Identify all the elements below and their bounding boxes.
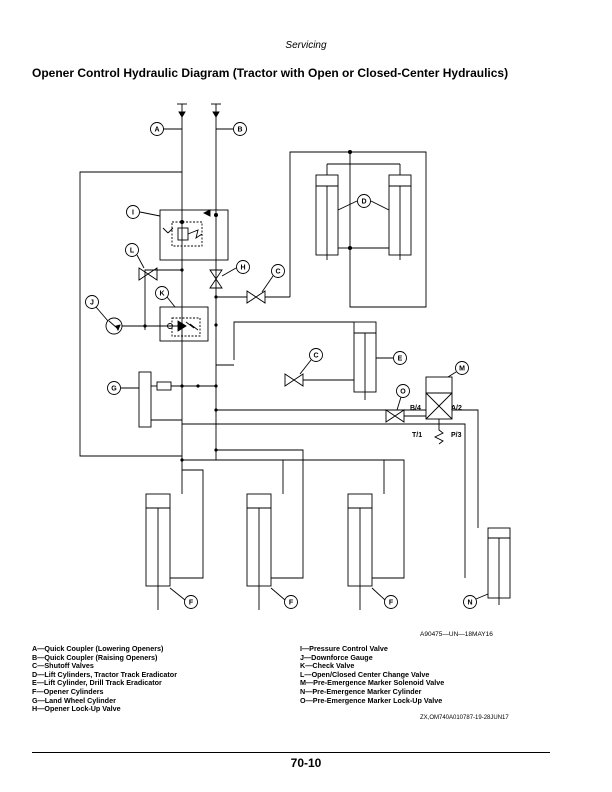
legend-item: N—Pre-Emergence Marker Cylinder bbox=[300, 686, 422, 696]
callout-f-1: F bbox=[189, 600, 194, 607]
callout-d: D bbox=[361, 199, 366, 206]
callout-j: J bbox=[90, 300, 94, 307]
legend-item: I—Pressure Control Valve bbox=[300, 644, 388, 653]
port-label-b4: B/4 bbox=[410, 405, 421, 412]
doc-id: ZX,OM740A010787-19-28JUN17 bbox=[420, 715, 509, 721]
port-label-t1: T/1 bbox=[412, 432, 422, 439]
callout-l: L bbox=[130, 248, 135, 255]
callout-f-2: F bbox=[289, 600, 294, 607]
callout-n: N bbox=[467, 600, 472, 607]
hydraulic-diagram: A B C C D E F F F G H I J K L M N O B/4 … bbox=[79, 103, 511, 610]
marker-circuit bbox=[182, 376, 511, 605]
legend-right: I—Pressure Control Valve J—Downforce Gau… bbox=[300, 644, 445, 705]
callout-o: O bbox=[400, 389, 406, 396]
quick-couplers bbox=[163, 103, 233, 470]
callout-h: H bbox=[240, 265, 245, 272]
legend-item: C—Shutoff Valves bbox=[32, 661, 94, 671]
page-title: Opener Control Hydraulic Diagram (Tracto… bbox=[32, 66, 509, 80]
page-number: 70-10 bbox=[290, 756, 322, 770]
land-wheel-cylinder bbox=[138, 371, 216, 428]
legend-left: A—Quick Coupler (Lowering Openers) B—Qui… bbox=[32, 644, 177, 714]
callout-c-2: C bbox=[313, 353, 318, 360]
opener-cylinders bbox=[145, 449, 405, 610]
return-lines bbox=[79, 171, 182, 457]
pressure-control-valve bbox=[159, 209, 229, 261]
callout-g: G bbox=[111, 386, 117, 393]
callout-c-1: C bbox=[275, 269, 280, 276]
junction-dots bbox=[143, 268, 218, 462]
legend-item: B—Quick Coupler (Raising Openers) bbox=[32, 652, 158, 662]
callout-k: K bbox=[159, 291, 164, 298]
legend-item: M—Pre-Emergence Marker Solenoid Valve bbox=[300, 678, 445, 688]
legend-item: A—Quick Coupler (Lowering Openers) bbox=[32, 644, 164, 653]
legend-item: D—Lift Cylinders, Tractor Track Eradicat… bbox=[32, 669, 177, 679]
check-valve-box bbox=[159, 306, 209, 342]
lift-cylinder-e bbox=[216, 321, 377, 400]
valves bbox=[138, 267, 405, 423]
callout-a: A bbox=[154, 127, 159, 134]
legend-item: O—Pre-Emergence Marker Lock-Up Valve bbox=[300, 695, 443, 705]
footer-rule bbox=[32, 752, 550, 753]
section-header: Servicing bbox=[285, 40, 327, 51]
legend-item: G—Land Wheel Cylinder bbox=[32, 695, 116, 705]
legend-item: K—Check Valve bbox=[300, 661, 355, 671]
legend-item: J—Downforce Gauge bbox=[300, 652, 373, 662]
legend-item: L—Open/Closed Center Change Valve bbox=[300, 669, 430, 679]
callout-f-3: F bbox=[389, 600, 394, 607]
downforce-gauge bbox=[105, 317, 123, 335]
legend-item: F—Opener Cylinders bbox=[32, 686, 104, 696]
callout-e: E bbox=[398, 356, 403, 363]
port-label-a2: A/2 bbox=[451, 405, 462, 412]
lift-cylinders-d bbox=[289, 149, 427, 308]
figure-id: A90475—UN—18MAY16 bbox=[420, 631, 493, 638]
port-label-p3: P/3 bbox=[451, 432, 462, 439]
legend-item: E—Lift Cylinder, Drill Track Eradicator bbox=[32, 678, 162, 688]
callouts bbox=[85, 122, 489, 609]
callout-b: B bbox=[237, 127, 242, 134]
callout-i: I bbox=[132, 210, 134, 217]
legend-item: H—Opener Lock-Up Valve bbox=[32, 704, 121, 714]
callout-m: M bbox=[459, 366, 465, 373]
